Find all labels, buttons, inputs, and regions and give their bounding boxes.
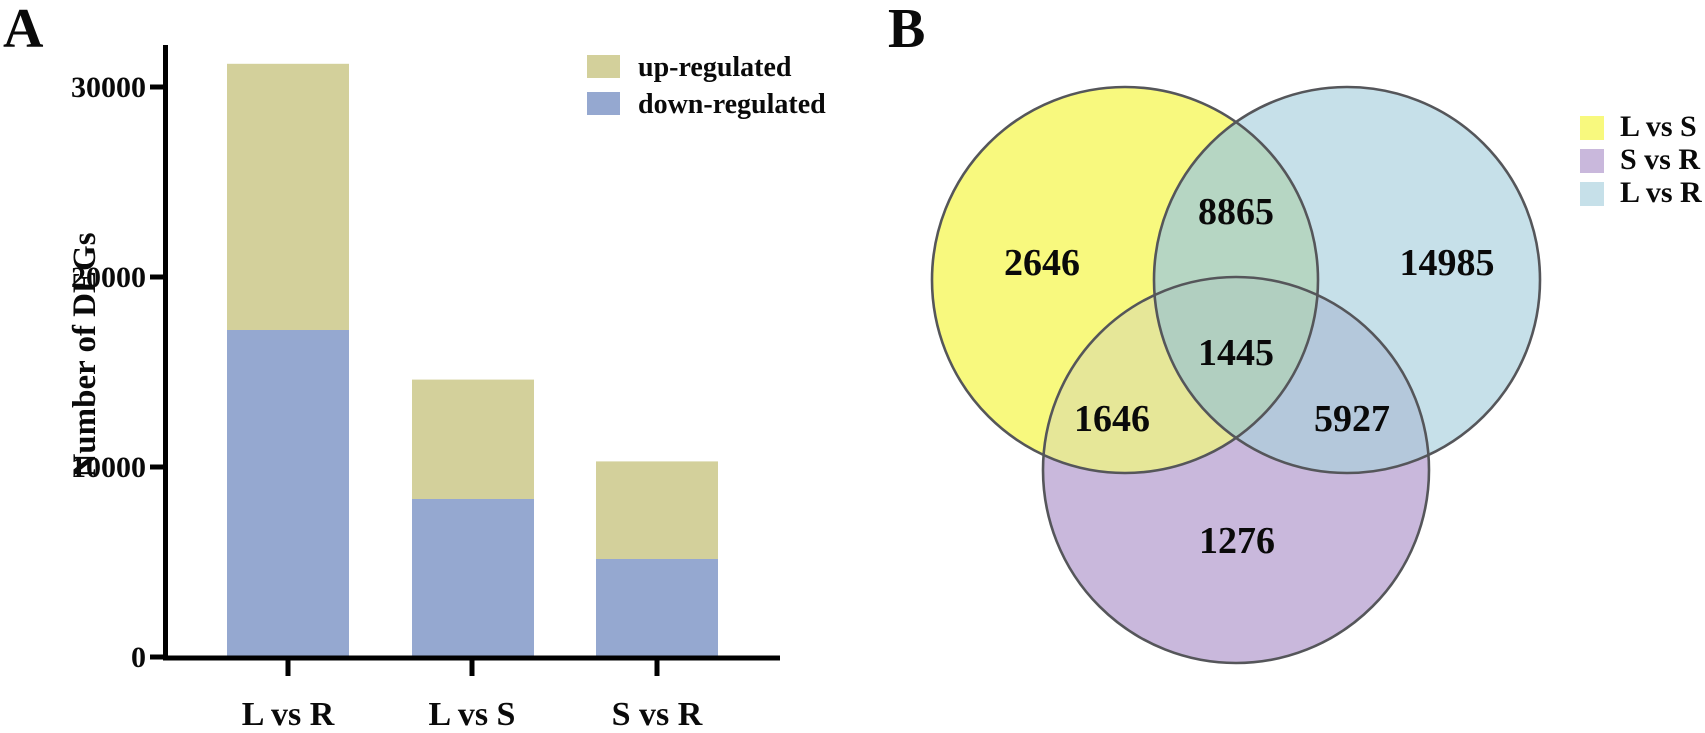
y-tick-label: 20000: [71, 261, 146, 294]
legend-label-down: down-regulated: [638, 89, 826, 120]
panel-a: A 30000 20000 10000 0 Number of DEGs L v…: [3, 0, 826, 733]
venn-legend-label-ls: L vs S: [1620, 110, 1697, 143]
venn-count-sr-only: 1276: [1199, 520, 1275, 562]
category-label: S vs R: [612, 696, 703, 728]
venn-outline: [1152, 85, 1542, 475]
venn-count-ls-sr: 1646: [1074, 398, 1150, 440]
y-axis-title: Number of DEGs: [67, 232, 103, 477]
venn-count-center: 1445: [1198, 332, 1274, 374]
bar-down-l-vs-r: [227, 330, 349, 657]
bars-group: [227, 63, 718, 657]
bar-legend: up-regulated down-regulated: [587, 52, 826, 120]
y-tick-label: 0: [131, 641, 146, 674]
bar-up-l-vs-r: [227, 63, 349, 331]
y-tick-label: 10000: [71, 451, 146, 484]
venn-count-lr-only: 14985: [1400, 242, 1495, 284]
bar-up-s-vs-r: [596, 461, 718, 559]
bar-down-l-vs-s: [412, 499, 534, 657]
venn-legend-label-lr: L vs R: [1620, 176, 1702, 209]
panel-b-label: B: [888, 0, 925, 60]
legend-swatch-down: [587, 92, 620, 115]
legend-label-up: up-regulated: [638, 52, 792, 83]
category-label: L vs R: [242, 696, 335, 728]
venn-legend-swatch-lr: [1580, 182, 1604, 206]
panel-b: B 2646 8865 14985: [888, 0, 1702, 665]
venn-count-ls-only: 2646: [1004, 242, 1080, 284]
legend-swatch-up: [587, 55, 620, 78]
venn-outline: [1041, 275, 1431, 665]
panel-a-label: A: [3, 0, 44, 60]
venn-outline: [930, 85, 1320, 475]
category-label: L vs S: [429, 696, 516, 728]
y-tick-label: 30000: [71, 71, 146, 104]
venn-legend-swatch-sr: [1580, 149, 1604, 173]
venn-legend-label-sr: S vs R: [1620, 143, 1700, 176]
venn-count-ls-lr: 8865: [1198, 191, 1274, 233]
venn-legend: L vs S S vs R L vs R: [1580, 110, 1702, 209]
bar-down-s-vs-r: [596, 559, 718, 657]
venn-count-lr-sr: 5927: [1314, 398, 1390, 440]
venn-legend-swatch-ls: [1580, 116, 1604, 140]
bar-up-l-vs-s: [412, 379, 534, 499]
